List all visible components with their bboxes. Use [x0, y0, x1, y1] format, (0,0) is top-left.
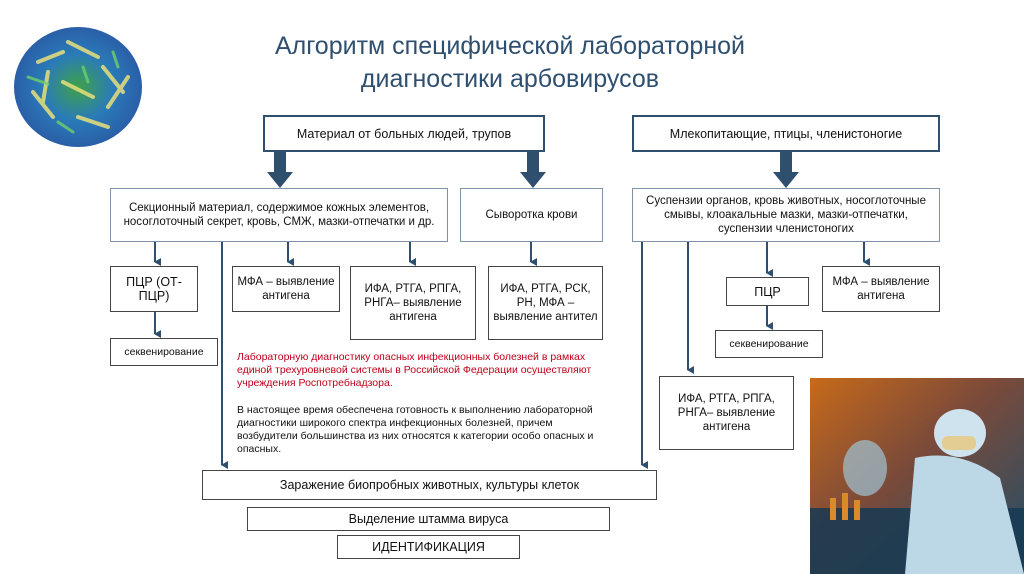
box-sectional-material: Секционный материал, содержимое кожных э… [110, 188, 448, 242]
box-mfa-right-label: МФА – выявление антигена [832, 276, 930, 302]
box-identification: ИДЕНТИФИКАЦИЯ [337, 535, 520, 559]
title-line-1: Алгоритм специфической лабораторной [274, 32, 746, 60]
virus-image [8, 22, 148, 152]
page-title: Алгоритм специфической лабораторной диаг… [250, 30, 770, 96]
lab-photo [810, 378, 1024, 574]
note-readiness: В настоящее время обеспечена готовность … [237, 404, 594, 455]
box-infection-label: Заражение биопробных животных, культуры … [279, 478, 580, 492]
box-pcr-right-label: ПЦР [754, 284, 781, 299]
box-animal-material: Млекопитающие, птицы, членистоногие [632, 115, 940, 152]
box-blood-serum: Сыворотка крови [460, 188, 603, 242]
box-human-material-label: Материал от больных людей, трупов [296, 126, 512, 141]
box-pcr-right: ПЦР [726, 277, 809, 306]
box-mfa-left: МФА – выявление антигена [232, 266, 340, 312]
box-mfa-right: МФА – выявление антигена [822, 266, 940, 312]
box-identification-label: ИДЕНТИФИКАЦИЯ [372, 540, 485, 554]
box-sequencing-right-label: секвенирование [729, 338, 809, 350]
box-blood-serum-label: Сыворотка крови [485, 209, 578, 221]
box-ifa-right-label: ИФА, РТГА, РПГА, РНГА– выявление антиген… [677, 393, 776, 433]
box-strain-isolation: Выделение штамма вируса [247, 507, 610, 531]
box-pcr-left: ПЦР (ОТ-ПЦР) [110, 266, 198, 312]
box-suspensions: Суспензии органов, кровь животных, носог… [632, 188, 940, 242]
title-line-2: диагностики арбовирусов [360, 65, 660, 93]
box-strain-isolation-label: Выделение штамма вируса [348, 512, 509, 526]
box-animal-material-label: Млекопитающие, птицы, членистоногие [669, 126, 903, 141]
box-human-material: Материал от больных людей, трупов [263, 115, 545, 152]
box-infection: Заражение биопробных животных, культуры … [202, 470, 657, 500]
box-mfa-left-label: МФА – выявление антигена [237, 276, 335, 302]
box-ifa-serum-label: ИФА, РТГА, РСК, РН, МФА – выявление анти… [493, 283, 598, 323]
box-ifa-right: ИФА, РТГА, РПГА, РНГА– выявление антиген… [659, 376, 794, 450]
note-rospotrebnadzor: Лабораторную диагностику опасных инфекци… [237, 351, 592, 389]
box-sequencing-left: секвенирование [110, 338, 218, 366]
box-sequencing-left-label: секвенирование [124, 346, 204, 358]
box-pcr-left-label: ПЦР (ОТ-ПЦР) [126, 275, 182, 303]
box-suspensions-label: Суспензии органов, кровь животных, носог… [646, 195, 926, 235]
box-ifa-left: ИФА, РТГА, РПГА, РНГА– выявление антиген… [350, 266, 476, 340]
box-ifa-left-label: ИФА, РТГА, РПГА, РНГА– выявление антиген… [364, 283, 462, 323]
box-ifa-serum: ИФА, РТГА, РСК, РН, МФА – выявление анти… [488, 266, 603, 340]
box-sequencing-right: секвенирование [715, 330, 823, 358]
box-sectional-material-label: Секционный материал, содержимое кожных э… [123, 202, 435, 228]
